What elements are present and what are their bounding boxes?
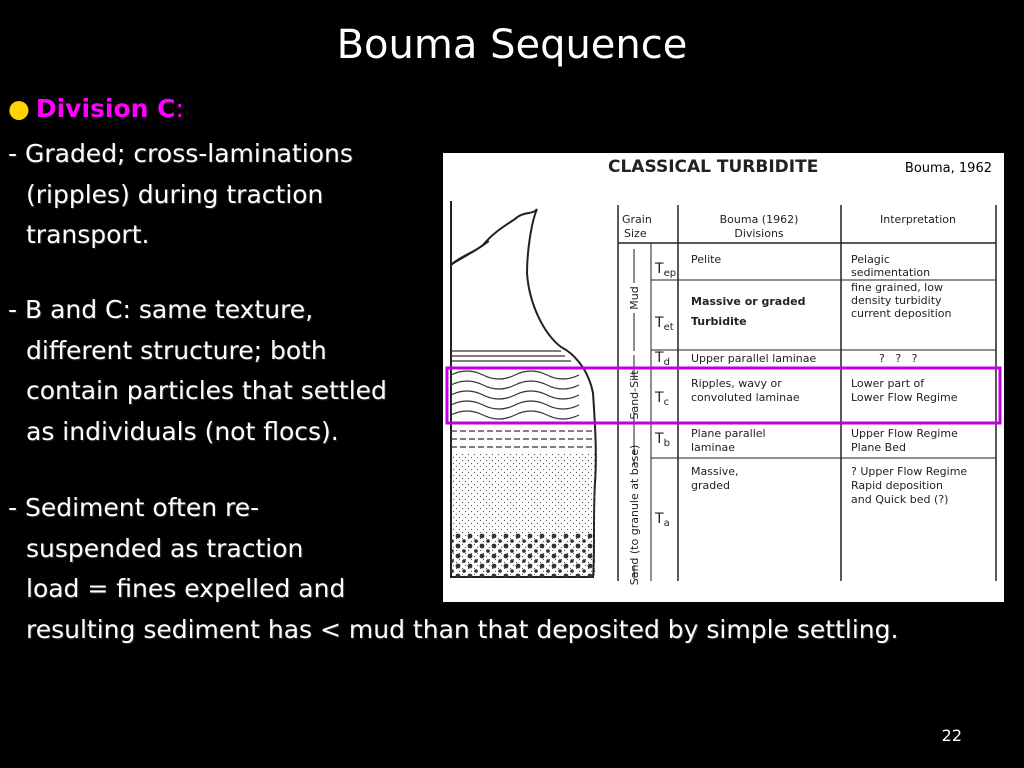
division-interpretation: Rapid deposition — [851, 479, 943, 492]
division-interpretation: Lower part of — [851, 377, 925, 390]
figure-heading: CLASSICAL TURBIDITE — [608, 157, 818, 177]
division-interpretation: sedimentation — [851, 266, 930, 279]
division-interpretation: Upper Flow Regime — [851, 427, 958, 440]
division-description: Pelite — [691, 253, 721, 266]
header-interpretation: Interpretation — [880, 213, 956, 226]
division-row-b: Tb Plane parallel laminae Upper Flow Reg… — [654, 427, 958, 454]
division-row-ep: Tep Pelite Pelagic sedimentation — [654, 253, 930, 279]
division-interpretation: Pelagic — [851, 253, 890, 266]
para-line: (ripples) during traction — [26, 179, 324, 209]
para-line: as individuals (not flocs). — [26, 416, 339, 446]
paragraph-2: - B and C: same texture, different struc… — [8, 290, 387, 452]
para-line: load = fines expelled and — [26, 574, 346, 603]
division-symbol: Td — [654, 350, 670, 368]
header-grain-size: Size — [624, 227, 647, 240]
header-grain-size: Grain — [622, 213, 652, 226]
sediment-column — [450, 201, 597, 578]
division-symbol: Ta — [654, 511, 670, 529]
para-line: - B and C: same texture, — [8, 295, 314, 324]
division-symbol: Tep — [654, 261, 676, 279]
para-line: different structure; both — [26, 335, 327, 365]
page-number: 22 — [941, 726, 962, 745]
division-symbol: Tb — [654, 431, 670, 449]
division-interpretation: Lower Flow Regime — [851, 391, 958, 404]
header-divisions: Bouma (1962) — [720, 213, 799, 226]
paragraph-3: - Sediment often re- suspended as tracti… — [8, 488, 898, 650]
para-line: - Graded; cross-laminations — [8, 139, 353, 168]
division-description: graded — [691, 479, 730, 492]
division-interpretation: fine grained, low — [851, 281, 943, 294]
division-heading: ●Division C: — [8, 94, 184, 123]
division-description: Plane parallel — [691, 427, 766, 440]
header-divisions: Divisions — [734, 227, 784, 240]
bullet-icon: ● — [8, 94, 30, 123]
para-line: - Sediment often re- — [8, 493, 260, 522]
division-description: Massive or graded — [691, 295, 805, 308]
division-row-et: Tet Massive or graded Turbidite fine gra… — [654, 281, 952, 333]
division-description: Turbidite — [691, 315, 747, 328]
division-description: convoluted laminae — [691, 391, 800, 404]
division-row-a: Ta Massive, graded ? Upper Flow Regime R… — [654, 465, 967, 529]
grain-label-sand: Sand (to granule at base) — [628, 445, 641, 586]
division-description: Ripples, wavy or — [691, 377, 782, 390]
turbidite-figure: CLASSICAL TURBIDITE — [443, 153, 1004, 602]
division-interpretation: Plane Bed — [851, 441, 906, 454]
division-description: laminae — [691, 441, 735, 454]
division-label: Division C — [35, 94, 176, 123]
turbidite-diagram: CLASSICAL TURBIDITE — [445, 157, 1002, 586]
division-description: Upper parallel laminae — [691, 352, 817, 365]
para-line: resulting sediment has < mud than that d… — [26, 614, 899, 644]
slide-title: Bouma Sequence — [336, 22, 688, 68]
citation: Bouma, 1962 — [904, 161, 992, 176]
para-line: transport. — [26, 220, 150, 249]
division-interpretation: ? ? ? — [879, 352, 918, 365]
division-interpretation: density turbidity — [851, 294, 942, 307]
division-interpretation: and Quick bed (?) — [851, 493, 948, 506]
division-symbol: Tet — [654, 315, 674, 333]
division-symbol: Tc — [654, 390, 669, 408]
division-row-d: Td Upper parallel laminae ? ? ? — [654, 350, 918, 368]
paragraph-1: - Graded; cross-laminations (ripples) du… — [8, 134, 353, 256]
grain-label-mud: Mud — [628, 286, 641, 309]
division-description: Massive, — [691, 465, 739, 478]
grain-label-sand-silt: Sand-Silt — [628, 370, 641, 420]
division-row-c: Tc Ripples, wavy or convoluted laminae L… — [654, 377, 958, 408]
para-line: suspended as traction — [26, 533, 304, 563]
division-colon: : — [175, 94, 184, 123]
para-line: contain particles that settled — [26, 376, 387, 405]
division-c-highlight — [445, 366, 1002, 425]
division-interpretation: current deposition — [851, 307, 952, 320]
division-interpretation: ? Upper Flow Regime — [851, 465, 967, 478]
